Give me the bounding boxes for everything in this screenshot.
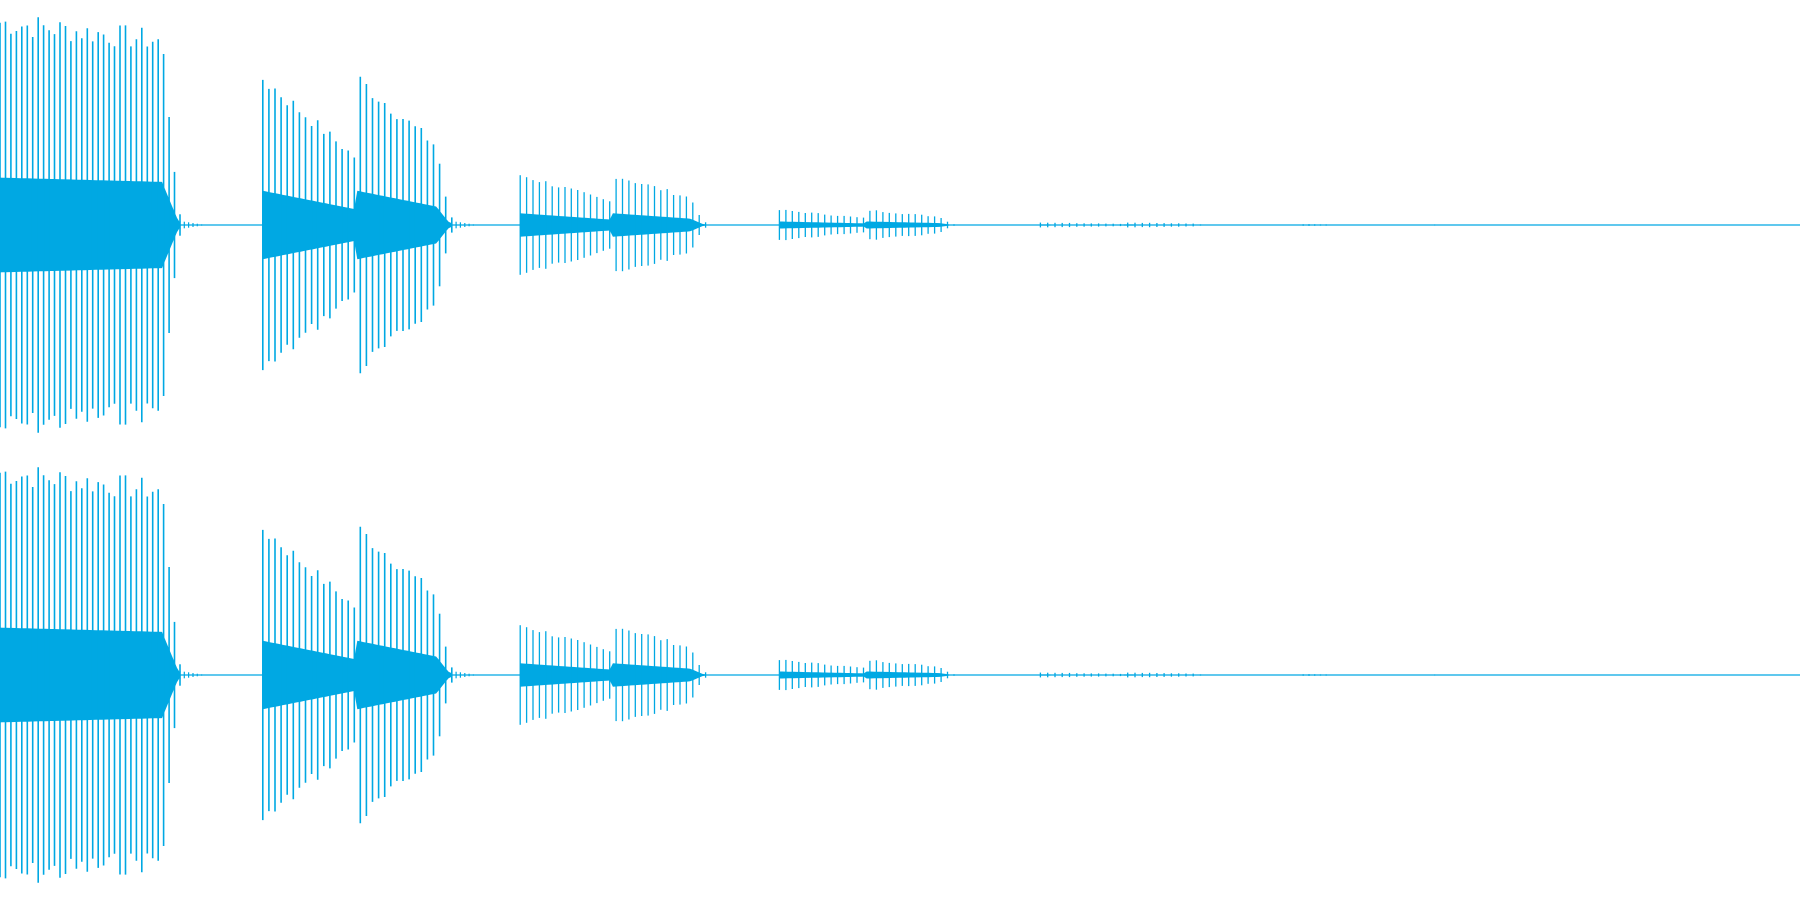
waveform-burst-core [1040,674,1208,676]
waveform-burst-core [0,177,180,273]
waveform-channel-1 [0,17,1800,433]
waveform-burst-core [262,190,452,260]
waveform-burst-core [1040,224,1208,226]
waveform-burst-core [262,640,452,710]
waveform-burst-core [0,627,180,723]
waveform-burst-core [520,663,706,687]
waveform-burst-core [779,221,954,229]
waveform-burst-core [779,671,954,679]
waveform-burst-core [520,213,706,237]
waveform-channel-2 [0,467,1800,883]
